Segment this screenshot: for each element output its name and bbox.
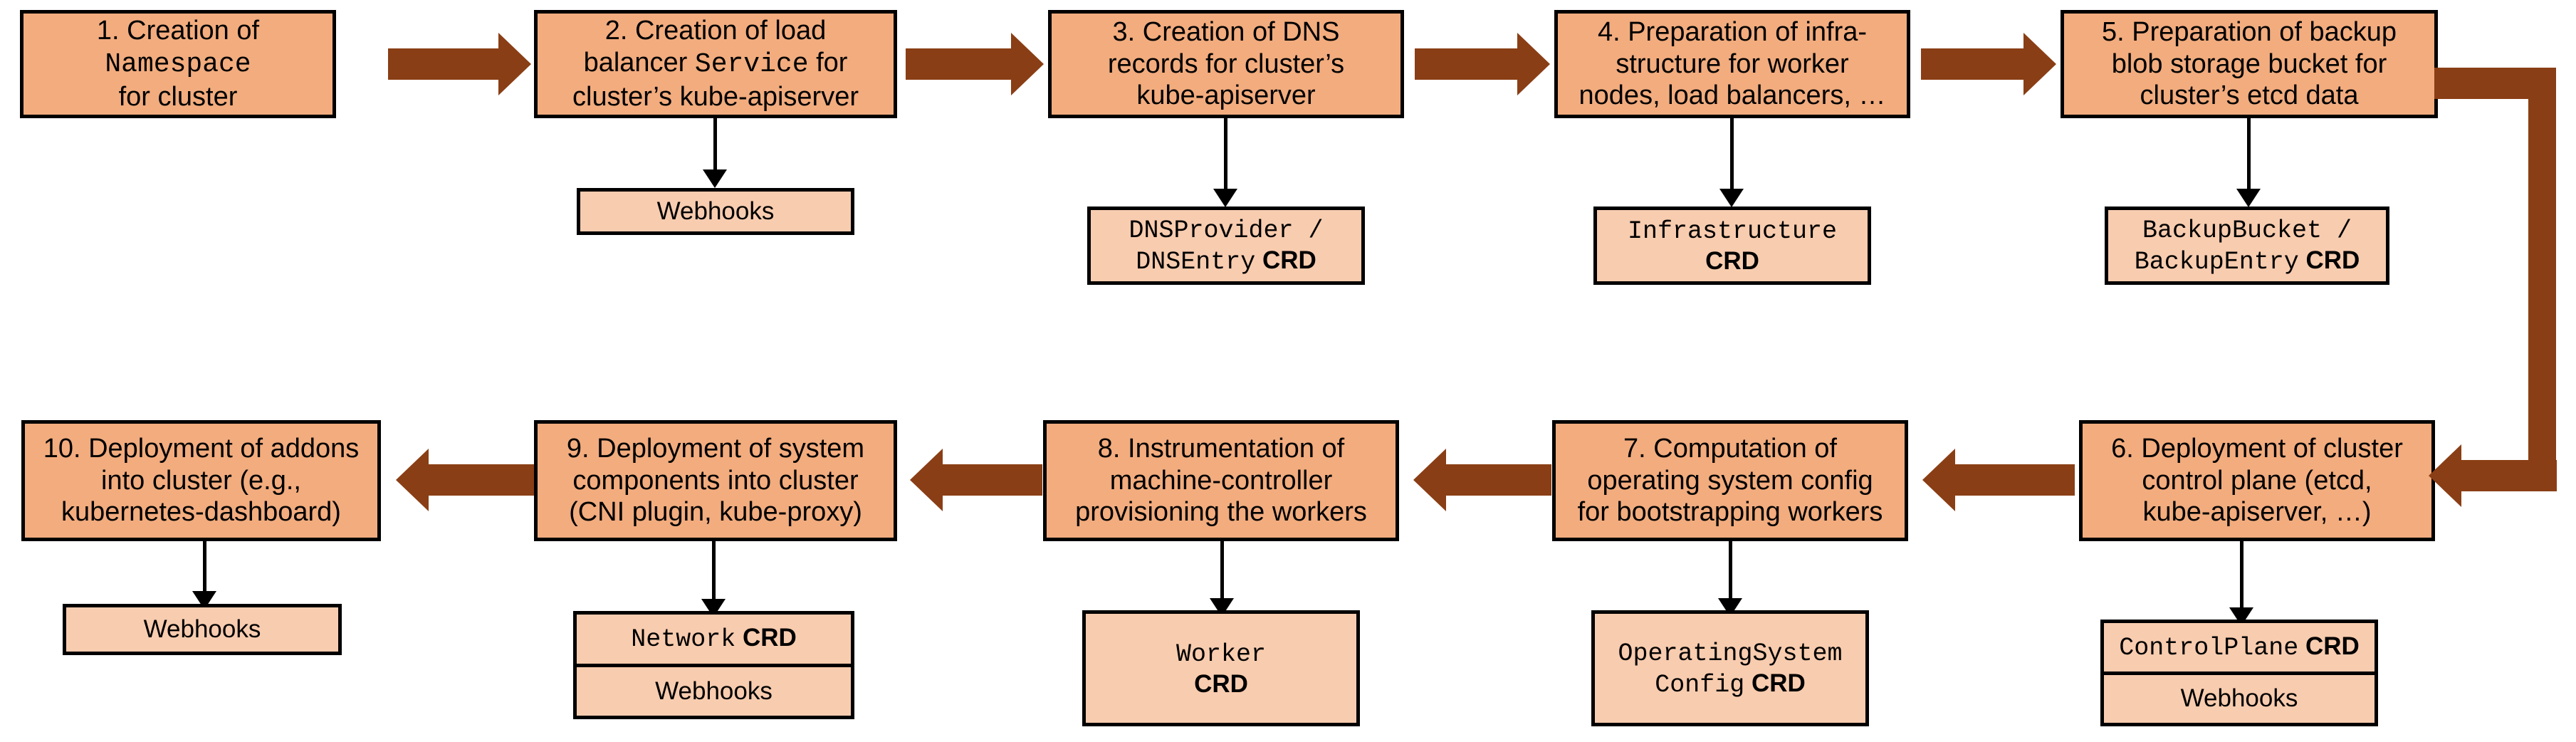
resource-box-10[interactable]: Webhooks [63, 604, 342, 655]
resource-box-9-row-webhooks-text: Webhooks [655, 676, 773, 705]
resource-box-5-row-text: BackupBucket /BackupEntry CRD [2134, 216, 2360, 276]
wrap-arrow-vertical-segment [2528, 68, 2556, 491]
resource-box-9-row-crd-text: Network CRD [631, 624, 797, 654]
resource-box-2-row-text: Webhooks [656, 197, 775, 225]
resource-box-6-row-webhooks-text: Webhooks [2180, 684, 2298, 713]
wrap-arrow-bottom-segment [2461, 460, 2557, 491]
connector-9 [712, 541, 716, 604]
resource-box-3-row: DNSProvider /DNSEntry CRD [1091, 210, 1361, 281]
connector-6 [2240, 541, 2243, 612]
wrap-arrow-head [2429, 444, 2461, 507]
resource-box-9[interactable]: Network CRD Webhooks [573, 611, 854, 719]
connector-7 [1729, 541, 1732, 603]
connector-3-arrowhead [1213, 189, 1237, 207]
resource-box-10-row: Webhooks [66, 607, 338, 652]
connector-8 [1220, 541, 1224, 603]
connector-5-arrowhead [2236, 189, 2261, 207]
resource-box-3[interactable]: DNSProvider /DNSEntry CRD [1087, 207, 1365, 285]
connector-2 [713, 118, 717, 174]
resource-box-6[interactable]: ControlPlane CRD Webhooks [2100, 620, 2378, 726]
connector-4-arrowhead [1719, 189, 1744, 207]
connector-10 [203, 541, 206, 597]
resource-box-6-row-crd-text: ControlPlane CRD [2119, 632, 2360, 662]
resource-box-6-row-webhooks: Webhooks [2104, 671, 2375, 723]
resource-box-3-row-text: DNSProvider /DNSEntry CRD [1129, 216, 1324, 276]
resource-box-5[interactable]: BackupBucket /BackupEntry CRD [2105, 207, 2389, 285]
connector-5 [2247, 118, 2251, 193]
resource-box-10-row-text: Webhooks [143, 615, 261, 643]
resource-box-5-row: BackupBucket /BackupEntry CRD [2108, 210, 2386, 281]
resource-box-9-row-crd: Network CRD [577, 615, 851, 664]
resource-box-2[interactable]: Webhooks [577, 188, 854, 235]
connector-3 [1224, 118, 1227, 193]
step-box-4[interactable]: 4. Preparation of infra-structure for wo… [1554, 10, 1910, 118]
resource-box-2-row: Webhooks [580, 192, 851, 231]
resource-box-6-row-crd: ControlPlane CRD [2104, 623, 2375, 672]
connector-4 [1730, 118, 1734, 193]
step-box-4-text: 4. Preparation of infra-structure for wo… [1578, 16, 1886, 111]
connector-2-arrowhead [703, 169, 727, 188]
resource-box-9-row-webhooks: Webhooks [577, 663, 851, 716]
